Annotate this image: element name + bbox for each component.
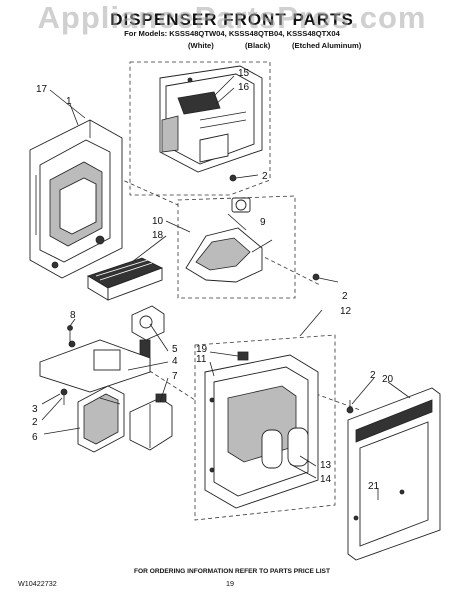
leader-line <box>69 103 79 126</box>
callout-9: 9 <box>260 217 266 228</box>
leader-line <box>159 377 169 403</box>
callout-11: 11 <box>196 354 207 365</box>
leader-line <box>131 235 167 263</box>
leader-line <box>351 377 375 405</box>
screw-part <box>346 400 354 414</box>
callout-8: 8 <box>70 310 76 321</box>
document-number: W10422732 <box>18 579 57 588</box>
motor-part <box>39 305 165 393</box>
callout-7: 7 <box>172 371 178 382</box>
model-list: For Models: KSSS48QTW04, KSSS48QTB04, KS… <box>124 29 340 38</box>
callout-13: 13 <box>320 460 332 471</box>
leader-line <box>127 361 169 371</box>
chute-door-group-box <box>177 195 296 299</box>
leader-line <box>209 361 215 377</box>
actuator-arm-part <box>129 393 173 451</box>
dispenser-housing-group-box <box>194 334 336 521</box>
leader-line <box>299 309 323 337</box>
callout-3: 3 <box>32 404 38 415</box>
chute-door-part <box>185 227 273 283</box>
leader-line <box>289 463 317 479</box>
callout-21: 21 <box>368 481 380 492</box>
leader-line <box>215 87 235 105</box>
callout-1: 1 <box>66 96 72 107</box>
ordering-note: FOR ORDERING INFORMATION REFER TO PARTS … <box>134 568 330 575</box>
screw-part <box>60 388 68 405</box>
callout-12: 12 <box>340 306 352 317</box>
callout-6: 6 <box>32 432 38 443</box>
callout-2: 2 <box>342 291 348 302</box>
leader-line <box>387 381 411 399</box>
dispenser-front-panel-part <box>347 387 441 561</box>
leader-line <box>213 75 235 97</box>
control-board-part <box>159 65 263 173</box>
leader-line <box>299 455 317 467</box>
variant-white: (White) <box>188 41 214 50</box>
screw-part <box>312 273 339 283</box>
control-board-group-box <box>129 61 271 196</box>
callout-16: 16 <box>238 82 250 93</box>
actuator-paddle-part <box>77 385 125 453</box>
callout-4: 4 <box>172 356 178 367</box>
dispenser-housing-part <box>204 351 319 509</box>
dispenser-frame-part <box>29 119 123 279</box>
callout-14: 14 <box>320 474 332 485</box>
drip-grille-part <box>87 257 164 301</box>
callout-17: 17 <box>36 84 48 95</box>
screw-part <box>229 174 259 182</box>
leader-line <box>41 393 61 405</box>
leader-line <box>209 351 239 357</box>
leader-line <box>49 89 86 119</box>
diagram-title: DISPENSER FRONT PARTS <box>110 10 354 29</box>
callout-10: 10 <box>152 216 164 227</box>
callout-18: 18 <box>152 230 164 241</box>
callout-19: 19 <box>196 344 208 355</box>
callout-2: 2 <box>370 370 376 381</box>
leader-line <box>117 177 179 206</box>
leader-line <box>43 427 81 435</box>
callout-2: 2 <box>262 171 268 182</box>
screw-part <box>67 325 73 345</box>
solenoid-part <box>227 197 251 231</box>
variant-etched-aluminum: (Etched Aluminum) <box>292 41 362 50</box>
leader-line <box>69 318 76 327</box>
light-lens-part <box>261 427 309 469</box>
variant-black: (Black) <box>245 41 271 50</box>
leader-line <box>149 323 169 352</box>
callout-20: 20 <box>382 374 394 385</box>
callout-15: 15 <box>238 68 250 79</box>
leader-line <box>41 397 63 421</box>
callout-2: 2 <box>32 417 38 428</box>
page-number: 19 <box>226 579 234 588</box>
callout-5: 5 <box>172 344 178 355</box>
leader-line <box>165 220 191 233</box>
